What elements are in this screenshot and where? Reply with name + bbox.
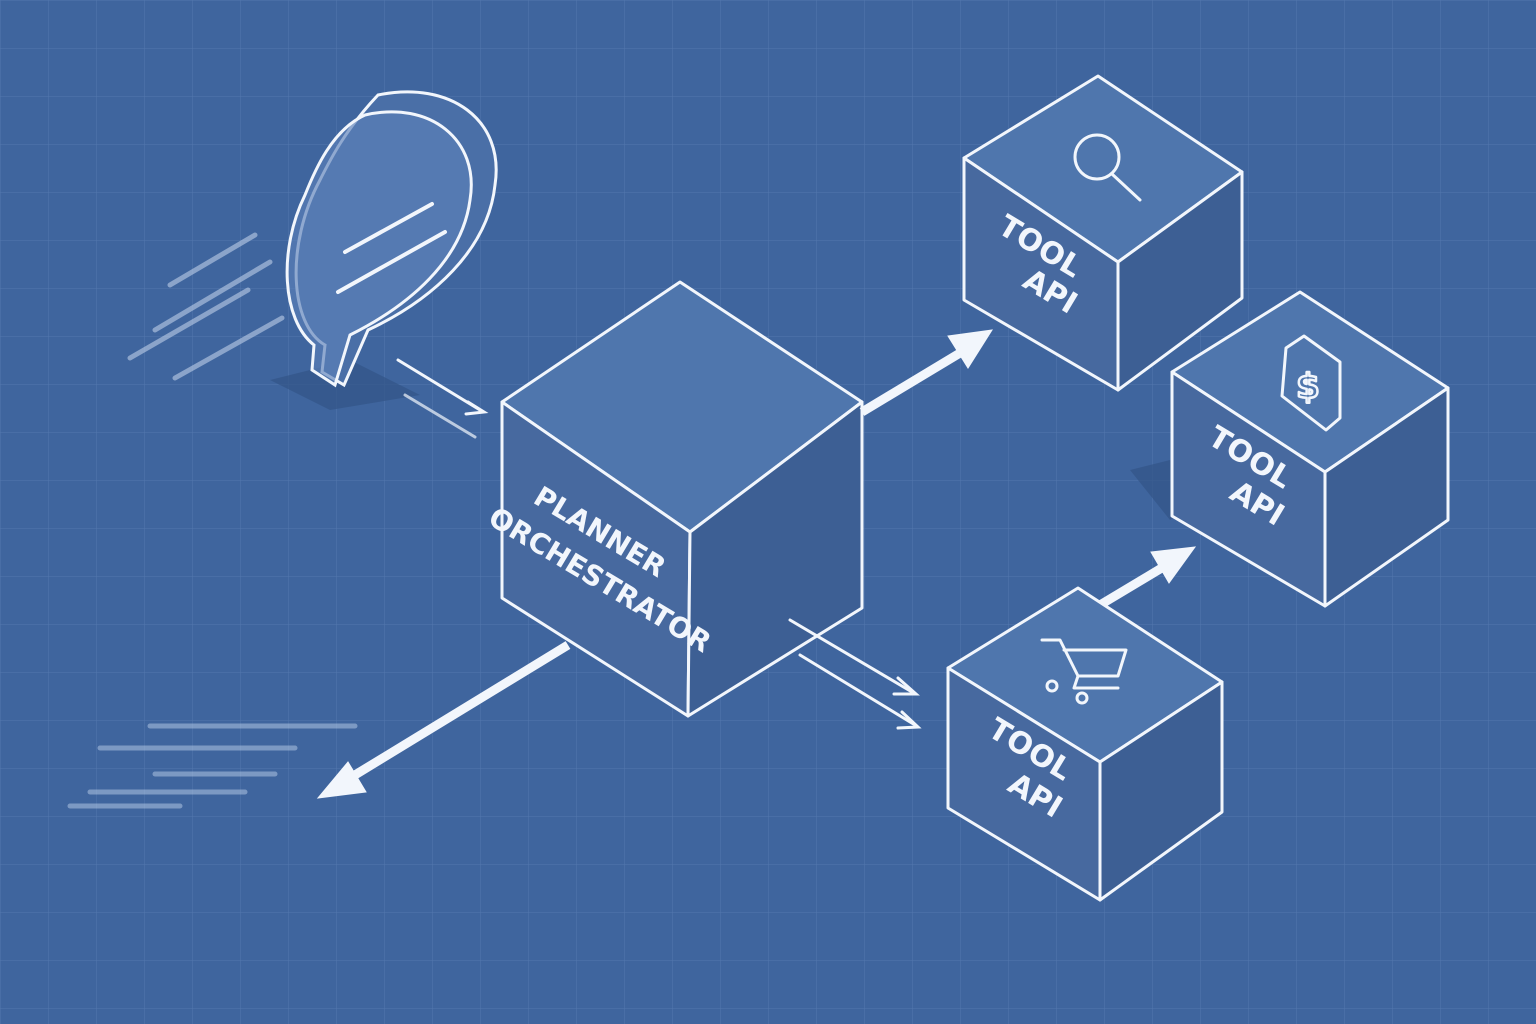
arrow-to-cart-tool [788,618,922,730]
planner-right-face [686,400,864,718]
motion-lines [127,232,285,381]
tool-cube-search: TOOL API [962,74,1244,392]
bubble-front [285,110,473,388]
output-motion-lines [67,723,358,809]
svg-text:$: $ [1296,367,1320,407]
cart-right-face [1098,680,1224,902]
tool-cube-price: $ TOOL API [1170,290,1450,608]
arrow-head-price [1150,546,1197,584]
arrows [316,329,1197,799]
arrow-head-output [316,761,367,799]
price-right-face [1323,386,1450,608]
shopping-cart-icon [1040,638,1128,705]
arrow-to-output [347,641,571,782]
arrow-cart-to-price [1097,559,1173,609]
tool-cube-cart: TOOL API [946,586,1224,902]
bubble-text-lines [336,202,447,294]
chat-to-planner-arrows [396,358,489,439]
arrow-to-search-tool [859,346,968,416]
magnifier-icon [1073,133,1142,202]
price-tag-dollar-icon: $ [1280,334,1342,432]
planner-cube: PLANNER ORCHESTRATOR [483,280,864,718]
speech-bubble-icon [127,90,498,439]
search-right-face [1116,170,1244,392]
arrow-head-search [947,329,993,369]
